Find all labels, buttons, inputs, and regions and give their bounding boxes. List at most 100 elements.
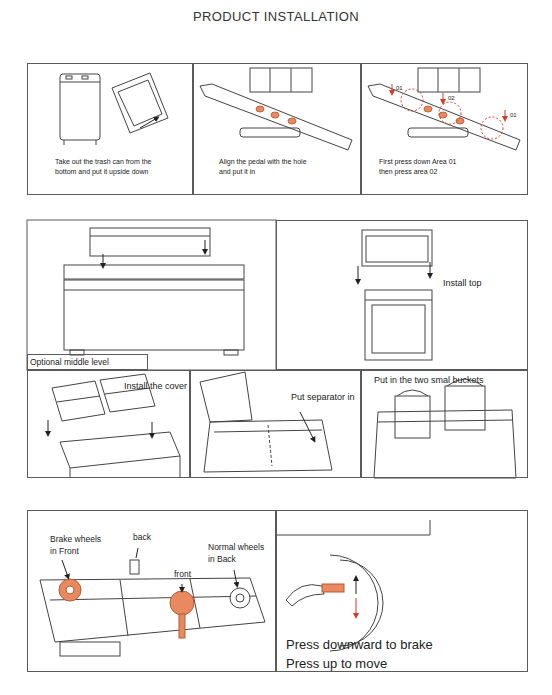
panel-outline: [27, 220, 276, 370]
callout-label: Normal wheels in Back: [208, 541, 270, 566]
line-art: [271, 112, 279, 118]
line-art: [136, 548, 138, 558]
buckets-drawing: [374, 379, 516, 478]
step-caption: First press down Area 01 then press area…: [379, 157, 469, 177]
line-art: [330, 555, 378, 651]
line-art: [430, 262, 431, 276]
line-art: [418, 68, 480, 92]
line-art: [505, 110, 506, 119]
instruction-panel: Align the pedal with the hole and put it…: [193, 63, 361, 195]
line-art: [358, 266, 359, 282]
line-art: [52, 381, 105, 421]
line-art: [200, 372, 252, 422]
line-art: [288, 118, 296, 124]
line-art: [300, 412, 314, 440]
line-art: [443, 93, 444, 102]
line-art: [230, 588, 250, 608]
callout-label: 02: [448, 94, 455, 103]
line-art: [438, 68, 439, 92]
middle-level-drawing: [64, 228, 244, 355]
line-art: [140, 118, 157, 128]
step-caption: Put separator in: [291, 391, 355, 404]
callout-label: 01: [510, 111, 517, 120]
line-art: [64, 290, 244, 291]
line-art: [356, 598, 357, 616]
separator-drawing: [200, 372, 332, 472]
trash-can-drawing: [60, 73, 168, 145]
line-art: [378, 420, 512, 422]
line-art: [60, 642, 120, 656]
line-art: [322, 584, 344, 592]
line-art: [459, 68, 460, 92]
line-art: [40, 578, 265, 642]
line-art: [64, 140, 65, 145]
line-art: [250, 68, 312, 92]
line-art: [270, 68, 271, 92]
step-caption: Press downward to brake: [286, 636, 433, 655]
callout-label: back: [133, 531, 151, 543]
callout-label: front: [174, 568, 191, 580]
line-art: [96, 140, 97, 145]
line-art: [66, 76, 72, 79]
line-art: [103, 254, 104, 266]
step-caption: Optional middle level: [30, 356, 109, 368]
step-caption: Put in the two smal buckets: [374, 374, 484, 387]
line-art: [48, 420, 49, 434]
line-art: [340, 560, 383, 646]
line-art: [64, 265, 244, 279]
line-art: [130, 560, 139, 574]
line-art: [64, 280, 244, 350]
line-art: [60, 82, 100, 83]
step-caption: Align the pedal with the hole and put it…: [219, 157, 319, 177]
install-top-drawing: [358, 230, 432, 360]
line-art: [362, 230, 432, 266]
page-title: PRODUCT INSTALLATION: [0, 9, 552, 24]
pedal-drawing: [200, 68, 352, 150]
press-area-drawing: [368, 68, 520, 150]
instruction-panel: Install the cover: [27, 370, 190, 478]
line-art: [200, 84, 352, 150]
step-caption: Install the cover: [124, 380, 187, 393]
line-art: [59, 579, 81, 601]
instruction-panel: Put separator in: [190, 370, 361, 478]
line-art: [439, 102, 461, 124]
line-art: [205, 240, 206, 252]
line-art: [286, 585, 324, 606]
instruction-panel: First press down Area 01 then press area…: [361, 63, 528, 195]
line-art: [182, 584, 183, 590]
line-art: [90, 228, 210, 256]
step-caption: Install top: [443, 277, 482, 290]
line-art: [170, 591, 194, 615]
line-art: [445, 386, 485, 430]
line-art: [152, 422, 153, 436]
line-art: [481, 117, 503, 139]
line-art: [70, 468, 71, 478]
line-art: [180, 456, 181, 478]
line-art: [100, 374, 155, 412]
line-art: [236, 594, 244, 602]
line-art: [256, 106, 264, 112]
line-art: [395, 396, 430, 438]
line-art: [276, 520, 430, 535]
line-art: [214, 430, 322, 432]
line-art: [60, 432, 180, 468]
instruction-panel: Install top: [276, 220, 528, 370]
line-art: [291, 68, 292, 92]
line-art: [112, 73, 168, 133]
line-art: [57, 396, 100, 402]
line-art: [408, 128, 468, 137]
callout-label: 01: [396, 84, 403, 93]
instruction-panel: Brake wheels in FrontbackfrontNormal whe…: [27, 510, 276, 672]
line-art: [372, 305, 425, 353]
instruction-panel: Optional middle level: [27, 354, 148, 370]
instruction-panel: Put in the two smal buckets: [361, 370, 528, 478]
line-art: [368, 84, 520, 150]
line-art: [366, 236, 428, 262]
line-art: [179, 614, 185, 638]
line-art: [27, 68, 520, 656]
line-art: [50, 596, 256, 600]
line-art: [365, 300, 432, 301]
line-art: [120, 580, 128, 636]
line-art: [224, 350, 238, 355]
